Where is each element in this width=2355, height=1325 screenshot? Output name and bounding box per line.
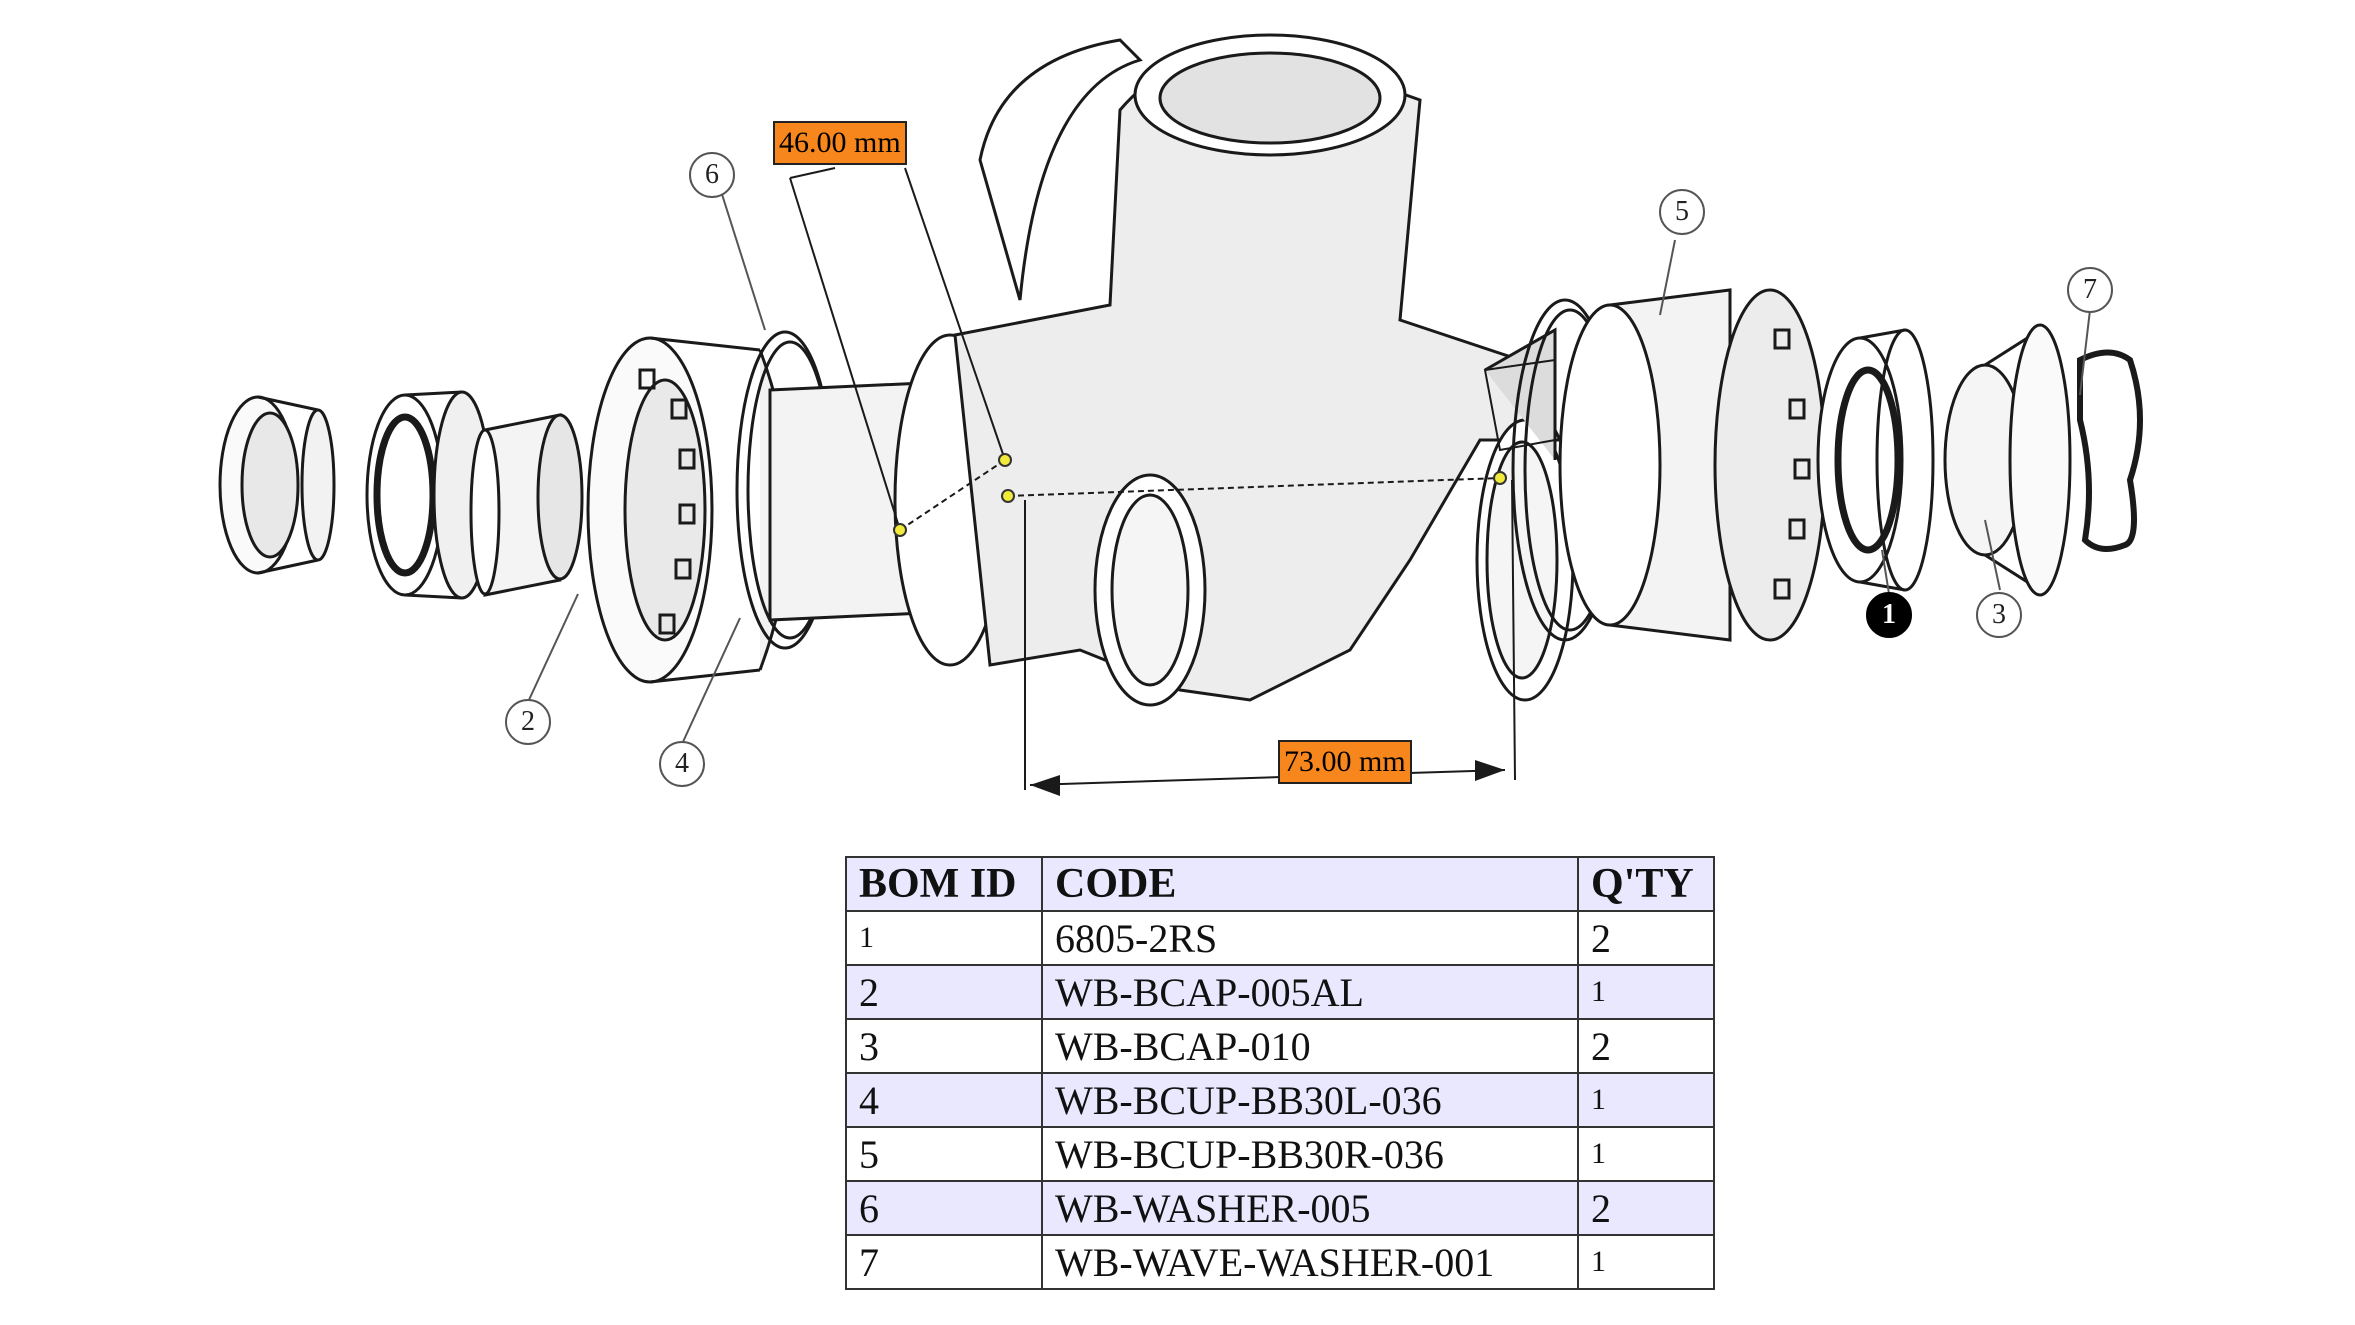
part-7-wave-washer bbox=[2077, 349, 2143, 552]
bom-code: 6805-2RS bbox=[1041, 910, 1579, 966]
bom-id: 7 bbox=[845, 1234, 1043, 1290]
bom-id: 4 bbox=[845, 1072, 1043, 1128]
dimension-label-length: 73.00 mm bbox=[1278, 740, 1412, 784]
exploded-assembly-drawing bbox=[218, 33, 2143, 796]
bom-qty: 2 bbox=[1577, 1180, 1715, 1236]
dimension-lines bbox=[789, 167, 1516, 790]
balloon-3: 3 bbox=[1976, 592, 2022, 638]
bom-header-code: CODE bbox=[1041, 856, 1579, 912]
bom-qty: 1 bbox=[1577, 1234, 1715, 1290]
bom-code: WB-BCAP-005AL bbox=[1041, 964, 1579, 1020]
table-row: 3 WB-BCAP-010 2 bbox=[845, 1018, 1715, 1074]
dimension-label-width: 46.00 mm bbox=[773, 121, 907, 165]
bom-code: WB-BCUP-BB30L-036 bbox=[1041, 1072, 1579, 1128]
table-row: 6 WB-WASHER-005 2 bbox=[845, 1180, 1715, 1236]
bom-code: WB-BCAP-010 bbox=[1041, 1018, 1579, 1074]
part-1-bearing-right bbox=[1816, 328, 1935, 592]
bom-qty: 1 bbox=[1577, 1126, 1715, 1182]
bom-qty: 1 bbox=[1577, 964, 1715, 1020]
bom-id: 1 bbox=[845, 910, 1043, 966]
bom-code: WB-WAVE-WASHER-001 bbox=[1041, 1234, 1579, 1290]
table-row: 2 WB-BCAP-005AL 1 bbox=[845, 964, 1715, 1020]
bom-header-row: BOM ID CODE Q'TY bbox=[845, 856, 1715, 912]
table-row: 1 6805-2RS 2 bbox=[845, 910, 1715, 966]
leader-lines bbox=[527, 187, 2091, 745]
bom-code: WB-WASHER-005 bbox=[1041, 1180, 1579, 1236]
bom-id: 6 bbox=[845, 1180, 1043, 1236]
bom-table: BOM ID CODE Q'TY 1 6805-2RS 2 2 WB-BCAP-… bbox=[845, 856, 1715, 1290]
balloon-6: 6 bbox=[689, 152, 735, 198]
bom-header-id: BOM ID bbox=[845, 856, 1043, 912]
bom-qty: 2 bbox=[1577, 910, 1715, 966]
bom-header-qty: Q'TY bbox=[1577, 856, 1715, 912]
table-row: 7 WB-WAVE-WASHER-001 1 bbox=[845, 1234, 1715, 1290]
bom-code: WB-BCUP-BB30R-036 bbox=[1041, 1126, 1579, 1182]
table-row: 4 WB-BCUP-BB30L-036 1 bbox=[845, 1072, 1715, 1128]
balloon-4: 4 bbox=[659, 741, 705, 787]
part-2-cap-insert bbox=[469, 413, 584, 597]
part-2-cap-left bbox=[218, 395, 336, 575]
frame-bb-shell bbox=[768, 33, 1575, 707]
bom-qty: 1 bbox=[1577, 1072, 1715, 1128]
table-row: 5 WB-BCUP-BB30R-036 1 bbox=[845, 1126, 1715, 1182]
balloon-1: 1 bbox=[1866, 592, 1912, 638]
balloon-5: 5 bbox=[1659, 189, 1705, 235]
part-3-cap-right bbox=[1943, 323, 2072, 597]
bom-qty: 2 bbox=[1577, 1018, 1715, 1074]
bom-id: 2 bbox=[845, 964, 1043, 1020]
bom-id: 3 bbox=[845, 1018, 1043, 1074]
part-5-cup-right bbox=[1558, 288, 1827, 642]
balloon-7: 7 bbox=[2067, 267, 2113, 313]
balloon-2: 2 bbox=[505, 699, 551, 745]
bom-id: 5 bbox=[845, 1126, 1043, 1182]
